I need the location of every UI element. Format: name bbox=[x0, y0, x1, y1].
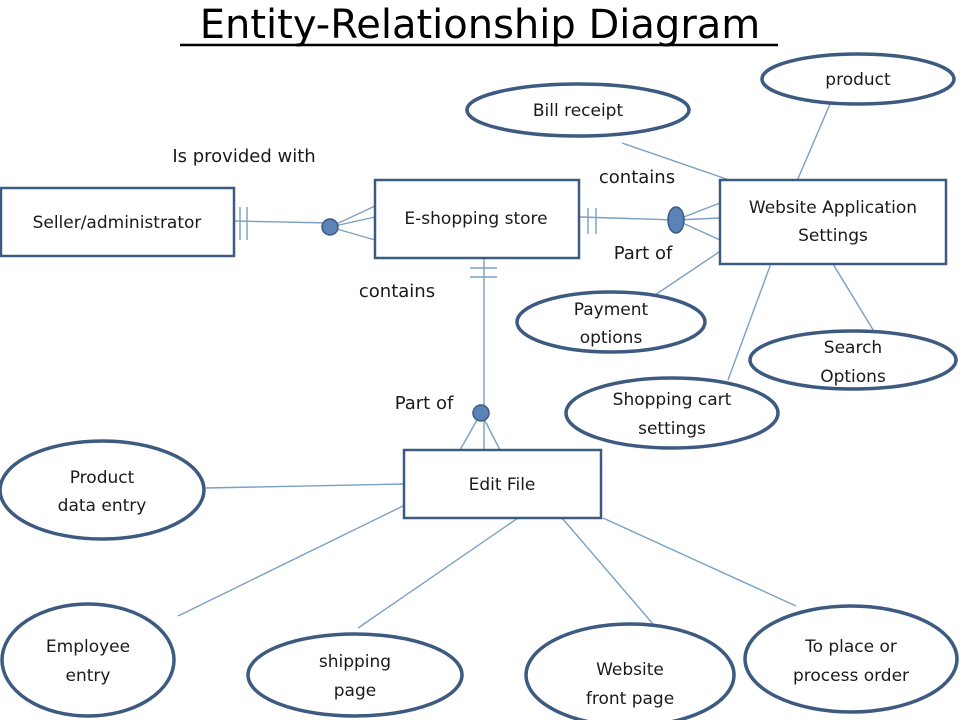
entity-seller[interactable]: Seller/administrator bbox=[0, 186, 236, 258]
entity-settings-line2: Settings bbox=[798, 226, 868, 246]
entity-edit-file[interactable]: Edit File bbox=[402, 448, 603, 520]
attr-search-options[interactable]: Search Options bbox=[748, 329, 958, 391]
relationship-partof-left: Part of bbox=[395, 393, 454, 414]
attr-shipping-page[interactable]: shipping page bbox=[246, 632, 464, 718]
diagram-title: Entity-Relationship Diagram bbox=[200, 2, 761, 48]
attr-employee-entry[interactable]: Employee entry bbox=[0, 602, 176, 718]
attr-product[interactable]: product bbox=[760, 52, 956, 106]
attr-cart-line2: settings bbox=[638, 419, 706, 439]
attr-shipping-line2: page bbox=[334, 681, 376, 701]
attr-product-label: product bbox=[825, 70, 891, 90]
attr-front-line2: front page bbox=[586, 689, 674, 709]
attr-place-order[interactable]: To place or process order bbox=[743, 604, 959, 714]
attr-order-line2: process order bbox=[793, 666, 909, 686]
attr-product-entry-line1: Product bbox=[70, 468, 135, 488]
junction-dot bbox=[472, 404, 490, 422]
relationship-contains-top: contains bbox=[599, 167, 675, 188]
entity-edit-label: Edit File bbox=[469, 475, 536, 495]
attr-search-line1: Search bbox=[824, 338, 882, 358]
attr-payment-options[interactable]: Payment options bbox=[515, 290, 707, 354]
attr-search-line2: Options bbox=[820, 367, 886, 387]
entity-seller-label: Seller/administrator bbox=[33, 213, 202, 233]
entity-settings-line1: Website Application bbox=[749, 198, 917, 218]
junction-dot bbox=[667, 206, 685, 234]
entity-settings[interactable]: Website Application Settings bbox=[718, 178, 948, 266]
attr-order-line1: To place or bbox=[804, 637, 897, 657]
attr-payment-line1: Payment bbox=[574, 300, 649, 320]
junction-dot bbox=[321, 218, 339, 236]
attr-product-entry-line2: data entry bbox=[58, 496, 147, 516]
attr-product-data-entry[interactable]: Product data entry bbox=[0, 439, 206, 541]
relationship-partof-top: Part of bbox=[614, 243, 673, 264]
entity-store-label: E-shopping store bbox=[404, 209, 547, 229]
entity-store[interactable]: E-shopping store bbox=[373, 178, 581, 260]
attr-website-front-page[interactable]: Website front page bbox=[524, 622, 736, 720]
attr-bill-label: Bill receipt bbox=[533, 101, 624, 121]
attr-bill-receipt[interactable]: Bill receipt bbox=[465, 82, 691, 138]
attr-employee-line2: entry bbox=[66, 666, 111, 686]
connectors bbox=[177, 103, 876, 629]
attr-cart-line1: Shopping cart bbox=[613, 390, 732, 410]
attr-employee-line1: Employee bbox=[46, 637, 130, 657]
relationship-provided: Is provided with bbox=[172, 146, 315, 167]
attr-shipping-line1: shipping bbox=[319, 652, 391, 672]
attr-shopping-cart[interactable]: Shopping cart settings bbox=[564, 376, 780, 450]
attr-payment-line2: options bbox=[580, 328, 643, 348]
relationship-contains-left: contains bbox=[359, 281, 435, 302]
attr-front-line1: Website bbox=[596, 660, 664, 680]
